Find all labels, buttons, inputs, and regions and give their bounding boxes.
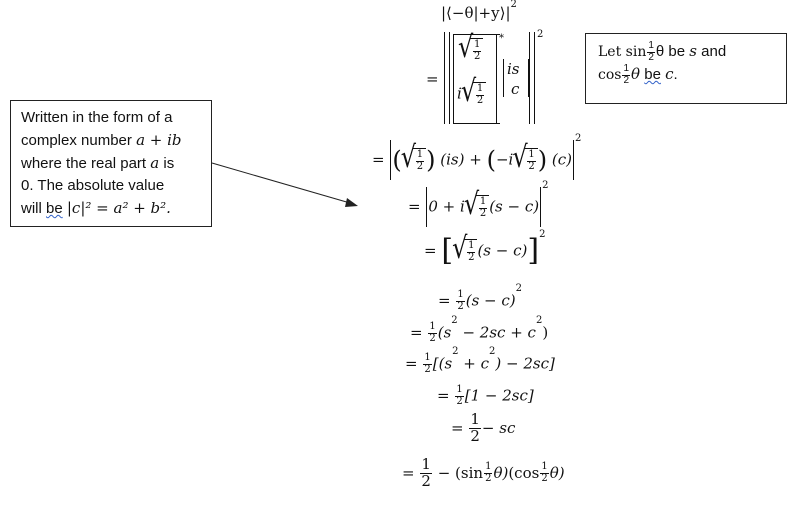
note-line-1: Written in the form of a (21, 109, 173, 126)
note-box-left: Written in the form of a complex number … (10, 100, 212, 227)
arrow-head (345, 198, 358, 207)
exponent: 2 (510, 0, 517, 10)
derivation-line-3: = (12) (is) + (−i12) (c)2 (372, 134, 581, 180)
matrix-entry-2: i12 (457, 82, 487, 106)
abs-bar-left (444, 32, 450, 124)
bra-ket-expression: |⟨−θ|+y⟩| (441, 4, 511, 22)
abs-bar-right (529, 32, 535, 124)
vector-entry-is: is (507, 60, 520, 78)
vector-bracket (503, 59, 529, 97)
exponent: 2 (537, 29, 544, 40)
note-line-2: complex number a + ib (21, 131, 182, 149)
equals-sign: = (426, 70, 439, 88)
derivation-line-1: |⟨−θ|+y⟩|2 (441, 0, 517, 22)
note-line-3: where the real part a is (21, 154, 175, 172)
vector-entry-c: c (511, 80, 520, 98)
matrix-left (453, 34, 500, 124)
derivation-line-5: = [12(s − c)]2 (424, 230, 545, 266)
derivation-line-4: = 0 + i12(s − c)2 (408, 181, 548, 227)
note-line-4: 0. The absolute value (21, 177, 165, 194)
conjugate-star: * (499, 33, 504, 44)
matrix-entry-1: 12 (459, 38, 484, 62)
matrix-right (488, 34, 497, 124)
arrow-shaft (211, 162, 351, 204)
note-line-5: will be |c|² = a² + b². (21, 199, 171, 217)
